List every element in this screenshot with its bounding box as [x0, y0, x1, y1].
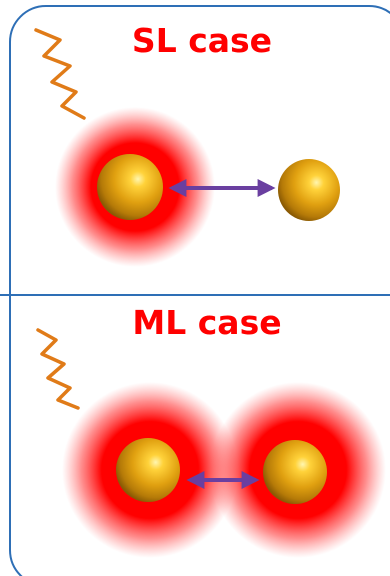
panel-title-sl: SL case — [132, 21, 272, 60]
gold-nanoparticle-icon — [263, 440, 327, 504]
ml-panel: ML case — [36, 303, 386, 558]
sl-panel: SL case — [34, 21, 340, 267]
gold-nanoparticle-icon — [97, 154, 163, 220]
panel-title-ml: ML case — [132, 303, 281, 342]
photon-wave-icon — [34, 28, 86, 120]
photon-wave-icon — [36, 328, 80, 410]
gold-nanoparticle-icon — [116, 438, 180, 502]
gold-nanoparticle-icon — [278, 159, 340, 221]
